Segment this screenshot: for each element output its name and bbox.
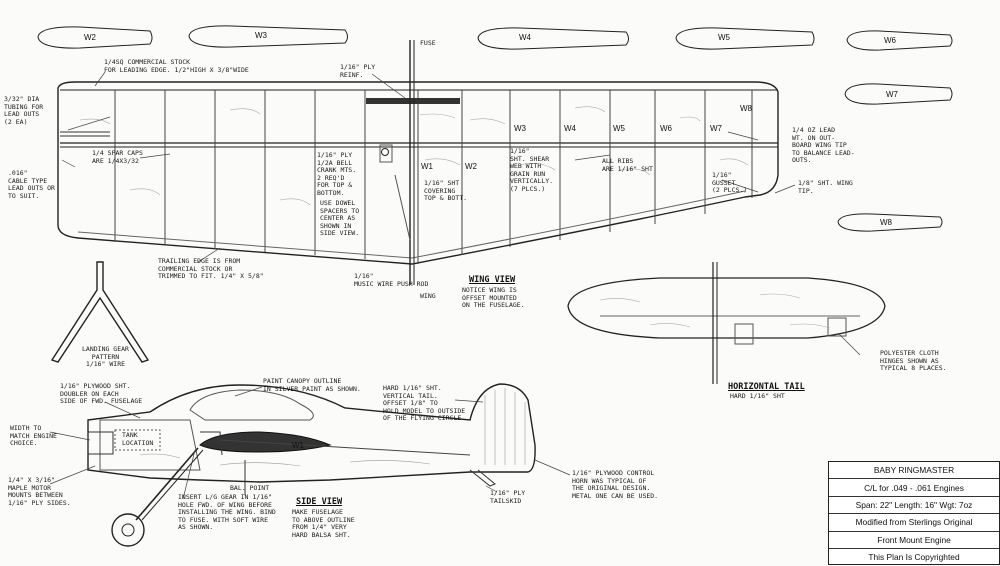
template-label-w3: W3 — [255, 31, 267, 40]
template-w3-shape — [188, 25, 348, 48]
title-name: BABY RINGMASTER — [829, 462, 999, 480]
wing-tip-note: 1/8" SHT. WING TIP. — [798, 179, 853, 195]
control-horn-note: 1/16" PLYWOOD CONTROL HORN WAS TYPICAL O… — [572, 469, 659, 500]
template-w8-shape — [837, 213, 943, 232]
side-view-title: SIDE VIEW — [296, 497, 343, 507]
template-w7-shape — [844, 83, 953, 105]
rib-label-w7: W7 — [710, 124, 722, 133]
bellcrank-note: 1/16" PLY 1/2A BELL CRANK MTS. 2 REQ'D F… — [317, 151, 357, 197]
leading-edge-note: 1/4SQ COMMERCIAL STOCK FOR LEADING EDGE.… — [104, 58, 249, 74]
ply-reinf-note: 1/16" PLY REINF. — [340, 63, 376, 79]
template-label-w7: W7 — [886, 90, 898, 99]
cable-note: .016" CABLE TYPE LEAD OUTS OR TO SUIT. — [8, 169, 55, 200]
ply-doubler-note: 1/16" PLYWOOD SHT. DOUBLER ON EACH SIDE … — [60, 382, 143, 405]
maple-mounts-note: 1/4" x 3/16" MAPLE MOTOR MOUNTS BETWEEN … — [8, 476, 71, 507]
title-block: BABY RINGMASTER C/L for .049 - .061 Engi… — [828, 461, 1000, 565]
wing-ribs — [114, 90, 753, 264]
side-view-note: MAKE FUSELAGE TO ABOVE OUTLINE FROM 1/4"… — [292, 508, 355, 539]
dowel-note: USE DOWEL SPACERS TO CENTER AS SHOWN IN … — [320, 199, 360, 237]
rib-label-w8: W8 — [740, 104, 752, 113]
side-rib-label-w1: W1 — [292, 441, 304, 450]
rib-label-w1: W1 — [421, 162, 433, 171]
template-label-w8: W8 — [880, 218, 892, 227]
landing-gear-note: LANDING GEAR PATTERN 1/16" WIRE — [82, 345, 129, 368]
template-label-w6: W6 — [884, 36, 896, 45]
lead-weight-note: 1/4 OZ LEAD WT. ON OUT- BOARD WING TIP T… — [792, 126, 855, 164]
tailskid-note: 1/16" PLY TAILSKID — [490, 489, 526, 505]
template-w4-shape — [477, 27, 629, 50]
spar-caps-note: 1/4 SPAR CAPS ARE 1/4x3/32 — [92, 149, 143, 165]
template-w6-shape — [846, 30, 953, 51]
title-mount: Front Mount Engine — [829, 532, 999, 549]
gusset-note: 1/16" GUSSET (2 PLCS.) — [712, 171, 748, 194]
polyester-note: POLYESTER CLOTH HINGES SHOWN AS TYPICAL … — [880, 349, 947, 372]
title-modified: Modified from Sterlings Original — [829, 514, 999, 532]
horizontal-tail — [567, 262, 886, 384]
wing-label: WING — [420, 292, 436, 300]
template-label-w4: W4 — [519, 33, 531, 42]
wing-view-note: NOTICE WING IS OFFSET MOUNTED ON THE FUS… — [462, 286, 525, 309]
fuselage-outline — [87, 383, 536, 483]
pushrod-note: 1/16" MUSIC WIRE PUSH ROD — [354, 272, 429, 288]
title-engines: C/L for .049 - .061 Engines — [829, 479, 999, 497]
horizontal-tail-sub: HARD 1/16" SHT — [730, 392, 785, 400]
template-label-w5: W5 — [718, 33, 730, 42]
canopy-note: PAINT CANOPY OUTLINE IN SILVER PAINT AS … — [263, 377, 361, 393]
leader-lines — [49, 71, 861, 500]
rib-label-w2: W2 — [465, 162, 477, 171]
horizontal-tail-title: HORIZONTAL TAIL — [728, 382, 805, 392]
insert-gear-note: INSERT L/G GEAR IN 1/16" HOLE FWD. OF WI… — [178, 493, 276, 531]
rib-templates — [37, 25, 953, 232]
rib-label-w4: W4 — [564, 124, 576, 133]
tubing-note: 3/32" DIA TUBING FOR LEAD OUTS (2 EA) — [4, 95, 44, 126]
trailing-edge-note: TRAILING EDGE IS FROM COMMERCIAL STOCK O… — [158, 257, 264, 280]
all-ribs-note: ALL RIBS ARE 1/16" SHT — [602, 157, 653, 173]
vertical-tail-note: HARD 1/16" SHT. VERTICAL TAIL. OFFSET 1/… — [383, 384, 466, 422]
template-label-w2: W2 — [84, 33, 96, 42]
wheel — [111, 513, 145, 547]
title-copyright: This Plan Is Copyrighted — [868, 552, 960, 563]
rib-label-w3: W3 — [514, 124, 526, 133]
template-w5-shape — [675, 27, 815, 50]
wing-outline — [57, 81, 779, 265]
covering-note: 1/16" SHT COVERING TOP & BOTT. — [424, 179, 468, 202]
width-note: WIDTH TO MATCH ENGINE CHOICE. — [10, 424, 57, 447]
landing-gear-pattern — [50, 261, 150, 363]
wing-view-title: WING VIEW — [469, 275, 516, 285]
wing-planform — [57, 40, 779, 285]
balance-point-label: BAL. POINT — [230, 484, 270, 492]
side-view-fuselage — [87, 383, 536, 547]
title-specs: Span: 22" Length: 16" Wgt: 7oz — [829, 497, 999, 515]
fuse-label: FUSE — [420, 39, 436, 47]
rib-label-w6: W6 — [660, 124, 672, 133]
rib-label-w5: W5 — [613, 124, 625, 133]
shear-web-note: 1/16" SHT. SHEAR WEB WITH GRAIN RUN VERT… — [510, 147, 554, 193]
tank-location-label: TANK LOCATION — [122, 431, 154, 447]
template-w2-shape — [37, 26, 153, 49]
